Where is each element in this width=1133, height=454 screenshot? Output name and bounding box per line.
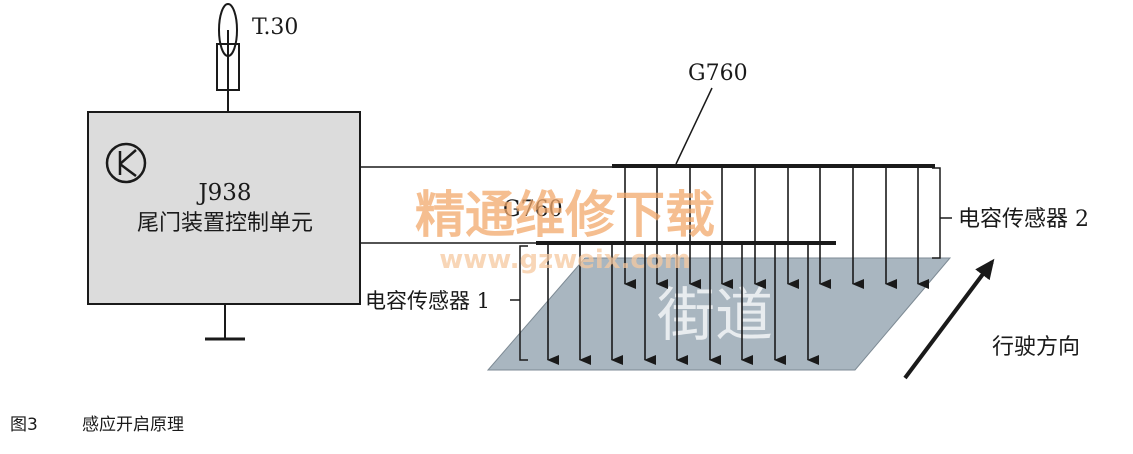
watermark-title: 精通维修下载 [415,186,715,244]
fuse-symbol [216,3,240,112]
control-unit-box [87,111,361,305]
sensor-2-leader [675,87,713,165]
supply-label: T.30 [252,15,298,40]
control-unit-code: J938 [196,180,251,206]
sensor-1-name: 电容传感器 1 [365,289,490,313]
control-unit-name: 尾门装置控制单元 [137,211,313,236]
watermark-url: www.gzweix.com [439,245,691,275]
road-label: 街道 [657,281,773,349]
direction-label: 行驶方向 [992,335,1080,360]
sensor-2-bracket [932,167,941,259]
sensor-2-name: 电容传感器 2 [958,207,1089,232]
sensor-1-field-lines [547,245,819,365]
direction-arrow [903,258,995,380]
sensor-1-bracket [519,245,528,361]
sensor-1-code: G760 [503,197,563,222]
sensor-2-code: G760 [688,61,748,86]
transistor-icon [105,142,147,184]
ground-symbol [205,304,245,341]
figure-caption: 感应开启原理 [82,415,184,435]
sensor-2-field-lines [624,168,929,289]
figure-number: 图3 [10,415,38,435]
